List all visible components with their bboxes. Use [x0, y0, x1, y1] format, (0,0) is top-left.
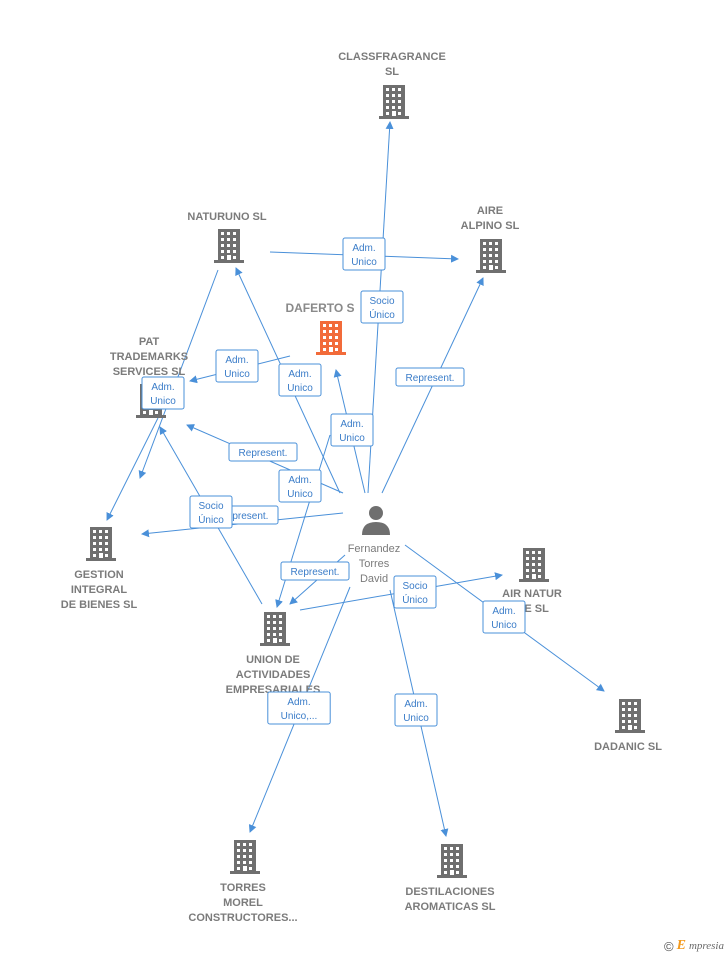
company-node-dadanic[interactable]: DADANIC SL [594, 699, 662, 753]
company-label: AIRE [477, 205, 503, 217]
company-label: NATURUNO SL [187, 211, 267, 223]
person-name-line: David [360, 573, 388, 585]
building-icon[interactable] [260, 612, 290, 646]
relation-label-text: Represent. [220, 511, 269, 522]
relation-label[interactable]: Adm. Unico,... [267, 691, 331, 725]
company-label: DE BIENES SL [61, 599, 138, 611]
building-icon[interactable] [476, 239, 506, 273]
highlighted-building-icon[interactable] [316, 321, 346, 355]
company-label: MOREL [223, 897, 263, 909]
relation-label[interactable]: Adm. Unico [278, 469, 322, 503]
relation-label-text: Socio [402, 581, 427, 592]
relation-label-text: Unico,... [281, 711, 318, 722]
relation-label[interactable]: Adm. Unico [330, 413, 374, 447]
company-label: PAT [139, 336, 160, 348]
person-name-line: Torres [359, 558, 390, 570]
relation-label-text: Único [369, 308, 395, 321]
company-label: SL [385, 66, 399, 78]
relation-label-text: Único [402, 593, 428, 606]
company-label: UNION DE [246, 654, 300, 666]
company-label: DADANIC SL [594, 741, 662, 753]
relation-label[interactable]: Represent. [228, 442, 298, 462]
nodes-layer: CLASSFRAGRANCE SL NATURUNO SL AIRE ALPINO SL… [61, 51, 662, 924]
company-label: AIR NATUR [502, 588, 562, 600]
relation-label-text: Adm. [404, 699, 427, 710]
relation-label-text: Represent. [406, 373, 455, 384]
company-label: ACTIVIDADES [236, 669, 311, 681]
company-node-naturuno[interactable]: NATURUNO SL [187, 211, 267, 263]
relation-label-text: Unico [351, 257, 377, 268]
copyright-symbol: © [664, 938, 674, 954]
relation-label-text: Adm. [225, 355, 248, 366]
edge-line [106, 417, 159, 521]
person-icon [362, 506, 390, 535]
building-icon[interactable] [437, 844, 467, 878]
company-label: TORRES [220, 882, 266, 894]
relation-label-text: Unico [287, 383, 313, 394]
relation-label-text: Unico [224, 369, 250, 380]
company-label: CLASSFRAGRANCE [338, 51, 446, 63]
company-label: GESTION [74, 569, 124, 581]
edge-line [138, 269, 219, 479]
company-node-torres[interactable]: TORRES MOREL CONSTRUCTORES... [188, 840, 298, 924]
company-node-destilaciones[interactable]: DESTILACIONES AROMATICAS SL [405, 844, 496, 913]
company-label: CONSTRUCTORES... [188, 912, 297, 924]
relation-label[interactable]: Adm. Unico [342, 237, 386, 271]
relation-label-text: Represent. [239, 448, 288, 459]
relation-label-text: Adm. [287, 697, 310, 708]
company-label: SERVICES SL [113, 366, 186, 378]
company-node-gestion[interactable]: GESTION INTEGRAL DE BIENES SL [61, 527, 138, 611]
company-node-aire-alpino[interactable]: AIRE ALPINO SL [461, 205, 520, 273]
edges-layer [106, 121, 605, 837]
relation-label-text: Unico [339, 433, 365, 444]
company-label: DESTILACIONES [405, 886, 494, 898]
building-icon[interactable] [86, 527, 116, 561]
relation-label-text: Adm. [151, 382, 174, 393]
company-label: ALPINO SL [461, 220, 520, 232]
relation-label-text: Único [198, 513, 224, 526]
relation-label-text: Socio [198, 501, 223, 512]
relation-label-text: Unico [403, 713, 429, 724]
company-label: TRADEMARKS [110, 351, 188, 363]
relation-label-text: Represent. [291, 567, 340, 578]
company-label: DAFERTO S [285, 301, 354, 315]
relation-label[interactable]: Adm. Unico [215, 349, 259, 383]
building-icon[interactable] [519, 548, 549, 582]
relation-label[interactable]: Represent. [280, 561, 350, 581]
company-label: INTEGRAL [71, 584, 128, 596]
building-icon[interactable] [379, 85, 409, 119]
relation-label-text: Adm. [352, 243, 375, 254]
relation-label-text: Socio [369, 296, 394, 307]
building-icon[interactable] [615, 699, 645, 733]
relation-label-text: Unico [491, 620, 517, 631]
brand-logo-text: mpresia [688, 940, 724, 952]
building-icon[interactable] [230, 840, 260, 874]
person-name-line: Fernandez [348, 543, 401, 555]
company-label: AROMATICAS SL [405, 901, 496, 913]
relation-label-text: Adm. [492, 606, 515, 617]
relation-label-text: Unico [150, 396, 176, 407]
brand-logo-initial: E [676, 938, 686, 953]
relation-label[interactable]: Adm. Unico [141, 376, 185, 410]
relation-label-text: Adm. [288, 369, 311, 380]
relation-label-text: Adm. [288, 475, 311, 486]
building-icon[interactable] [214, 229, 244, 263]
company-node-daferto[interactable]: DAFERTO S [285, 301, 355, 355]
relation-label-text: Unico [287, 489, 313, 500]
relation-label-text: Adm. [340, 419, 363, 430]
company-node-classfragrance[interactable]: CLASSFRAGRANCE SL [338, 51, 446, 119]
relation-label[interactable]: Adm. Unico [278, 363, 322, 397]
relation-label[interactable]: Represent. [395, 367, 465, 387]
relation-label[interactable]: Adm. Unico [394, 693, 438, 727]
relation-label[interactable]: Adm. Unico [482, 600, 526, 634]
